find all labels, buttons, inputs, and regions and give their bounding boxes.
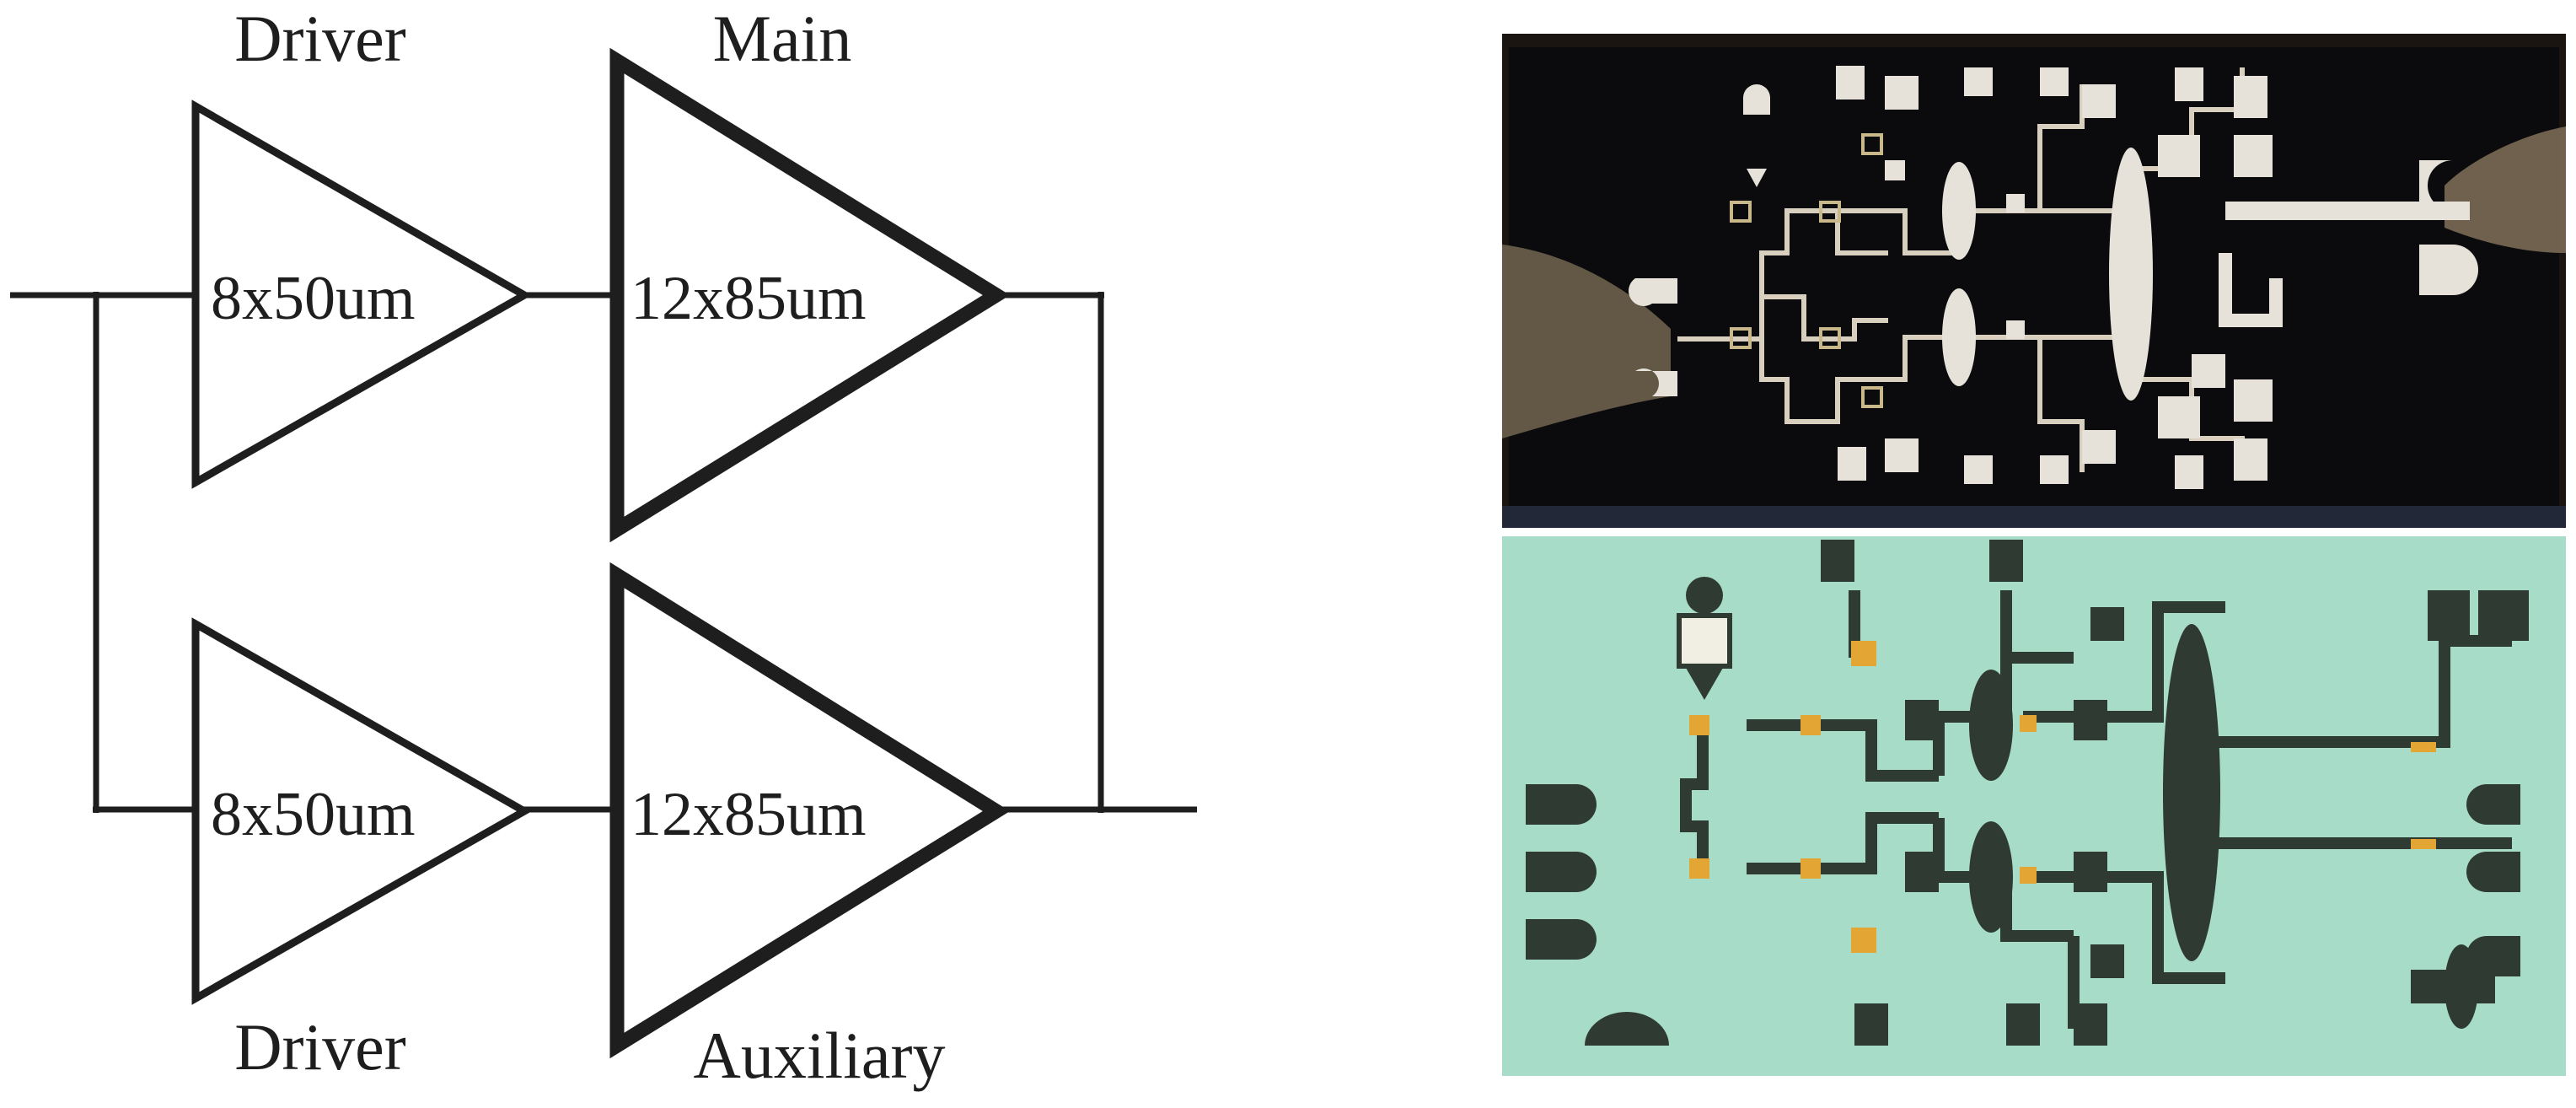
driver-top-label: Driver xyxy=(234,2,406,75)
main-label: Main xyxy=(713,2,852,75)
chip-photo-top xyxy=(1502,34,2566,528)
auxiliary-size: 12x85um xyxy=(631,780,867,849)
driver-top-size: 8x50um xyxy=(211,264,416,333)
auxiliary-amplifier xyxy=(609,562,1011,1059)
driver-top-amplifier xyxy=(191,100,533,489)
chip-photo-bottom xyxy=(1502,536,2566,1076)
schematic: Driver Main Driver Auxiliary 8x50um 12x8… xyxy=(10,2,1197,1092)
driver-bottom-size: 8x50um xyxy=(211,780,416,849)
driver-bottom-amplifier xyxy=(191,617,533,1005)
auxiliary-label: Auxiliary xyxy=(694,1019,946,1092)
main-amplifier xyxy=(609,47,1011,543)
main-size: 12x85um xyxy=(631,264,867,333)
driver-bottom-label: Driver xyxy=(234,1010,406,1084)
